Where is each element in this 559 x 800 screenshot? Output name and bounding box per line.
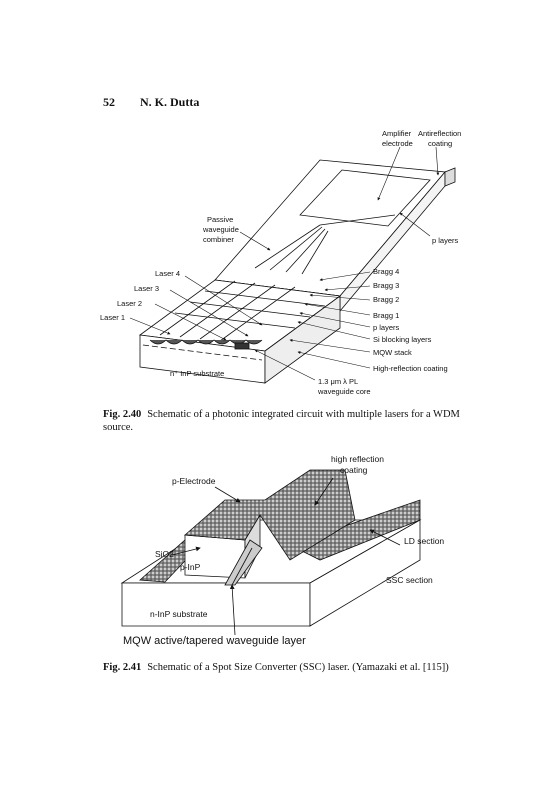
label-high-reflection: High-reflection coating [373, 364, 448, 373]
label-substrate: n⁺ InP substrate [170, 369, 224, 378]
label-p-layers-top: p layers [432, 236, 459, 245]
label-amplifier: Amplifier [382, 129, 412, 138]
caption-number: Fig. 2.40 [103, 409, 142, 420]
label-laser-2: Laser 2 [117, 299, 142, 308]
page-number: 52 [103, 95, 115, 109]
author-name: N. K. Dutta [140, 95, 200, 109]
running-header: 52 N. K. Dutta [103, 95, 199, 110]
figure-2-40: Amplifier electrode Antireflection coati… [100, 129, 461, 396]
label-coating-top: coating [428, 139, 452, 148]
label-laser-4: Laser 4 [155, 269, 180, 278]
label-bragg-4: Bragg 4 [373, 267, 399, 276]
label-wavelength: 1.3 μm λ PL [318, 377, 358, 386]
figure-2-41: high reflection coating p-Electrode LD s… [120, 454, 444, 647]
label-electrode: electrode [382, 139, 413, 148]
caption-fig-2-41: Fig. 2.41 Schematic of a Spot Size Conver… [103, 661, 475, 674]
label-coating: coating [340, 465, 368, 475]
caption-text: Schematic of a Spot Size Converter (SSC)… [147, 662, 449, 673]
label-sio2: SiO2 [155, 549, 174, 559]
label-waveguide-core: waveguide core [317, 387, 371, 396]
label-laser-1: Laser 1 [100, 313, 125, 322]
label-p-electrode: p-Electrode [172, 476, 216, 486]
label-p-layers: p layers [373, 323, 400, 332]
label-mqw-layer: MQW active/tapered waveguide layer [123, 635, 306, 647]
label-n-inp: n-InP substrate [150, 609, 208, 619]
label-high-reflection: high reflection [331, 454, 384, 464]
label-waveguide: waveguide [202, 225, 239, 234]
label-bragg-2: Bragg 2 [373, 295, 399, 304]
caption-text: Schematic of a photonic integrated circu… [103, 409, 460, 433]
label-p-inp: p-InP [180, 562, 201, 572]
caption-number: Fig. 2.41 [103, 662, 142, 673]
label-mqw-stack: MQW stack [373, 348, 412, 357]
label-passive: Passive [207, 215, 233, 224]
antireflection-facet [444, 167, 456, 187]
label-bragg-3: Bragg 3 [373, 281, 399, 290]
substrate-front [121, 582, 311, 627]
label-ld-section: LD section [404, 536, 444, 546]
label-antireflection: Antireflection [418, 129, 461, 138]
label-combiner: combiner [203, 235, 234, 244]
label-si-blocking: Si blocking layers [373, 335, 432, 344]
label-ssc-section: SSC section [386, 575, 433, 585]
p-electrode [184, 469, 356, 561]
label-laser-3: Laser 3 [134, 284, 159, 293]
label-bragg-1: Bragg 1 [373, 311, 399, 320]
